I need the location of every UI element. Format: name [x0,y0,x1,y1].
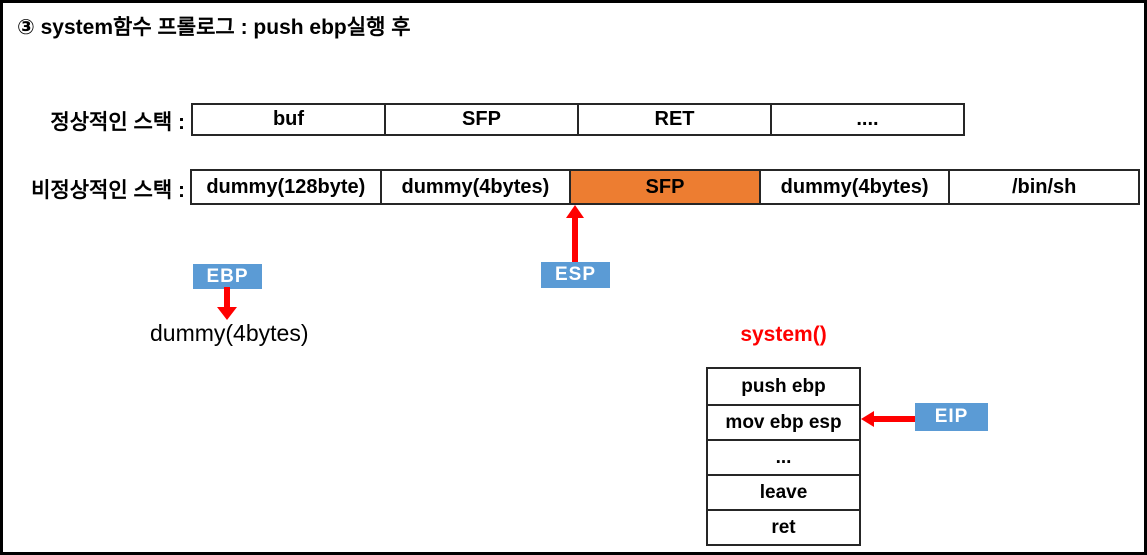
stack-cell-buf: buf [272,108,305,130]
instruction-row-leave: leave [708,474,859,509]
normal-stack-table: buf SFP RET .... [191,103,965,136]
instruction-row-ellipsis: ... [708,439,859,474]
ebp-target-text: dummy(4bytes) [150,320,309,346]
stack-cell-sfp: SFP [384,105,577,134]
esp-arrow-shaft [572,216,578,262]
abnormal-stack-table: dummy(128byte) dummy(4bytes) SFP dummy(4… [190,169,1140,205]
stack-cell-binsh: /bin/sh [948,171,1138,203]
arrow-up-icon [566,205,584,218]
page-title: ③ system함수 프롤로그 : push ebp실행 후 [17,16,411,39]
stack-cell-ret: RET [577,105,770,134]
instruction-row-push-ebp: push ebp [741,375,826,397]
stack-cell-etc: .... [770,105,963,134]
eip-register-badge: EIP [915,403,988,431]
ebp-arrow-shaft [224,287,230,308]
abnormal-stack-label: 비정상적인 스택 : [31,179,185,202]
normal-stack-label: 정상적인 스택 : [50,111,185,134]
function-name-label: system() [740,323,827,346]
ebp-register-badge: EBP [193,264,262,289]
arrow-down-icon [217,307,237,320]
stack-cell-sfp-highlighted: SFP [569,171,759,203]
stack-cell-dummy128: dummy(128byte) [206,175,366,198]
eip-arrow-shaft [873,416,915,422]
esp-register-badge: ESP [541,262,610,288]
instruction-table: push ebp mov ebp esp ... leave ret [706,367,861,546]
stack-cell-dummy4-a: dummy(4bytes) [379,171,570,203]
stack-cell-dummy4-b: dummy(4bytes) [758,171,949,203]
instruction-row-mov-ebp-esp: mov ebp esp [708,404,859,439]
arrow-left-icon [861,411,874,427]
instruction-row-ret: ret [708,509,859,544]
